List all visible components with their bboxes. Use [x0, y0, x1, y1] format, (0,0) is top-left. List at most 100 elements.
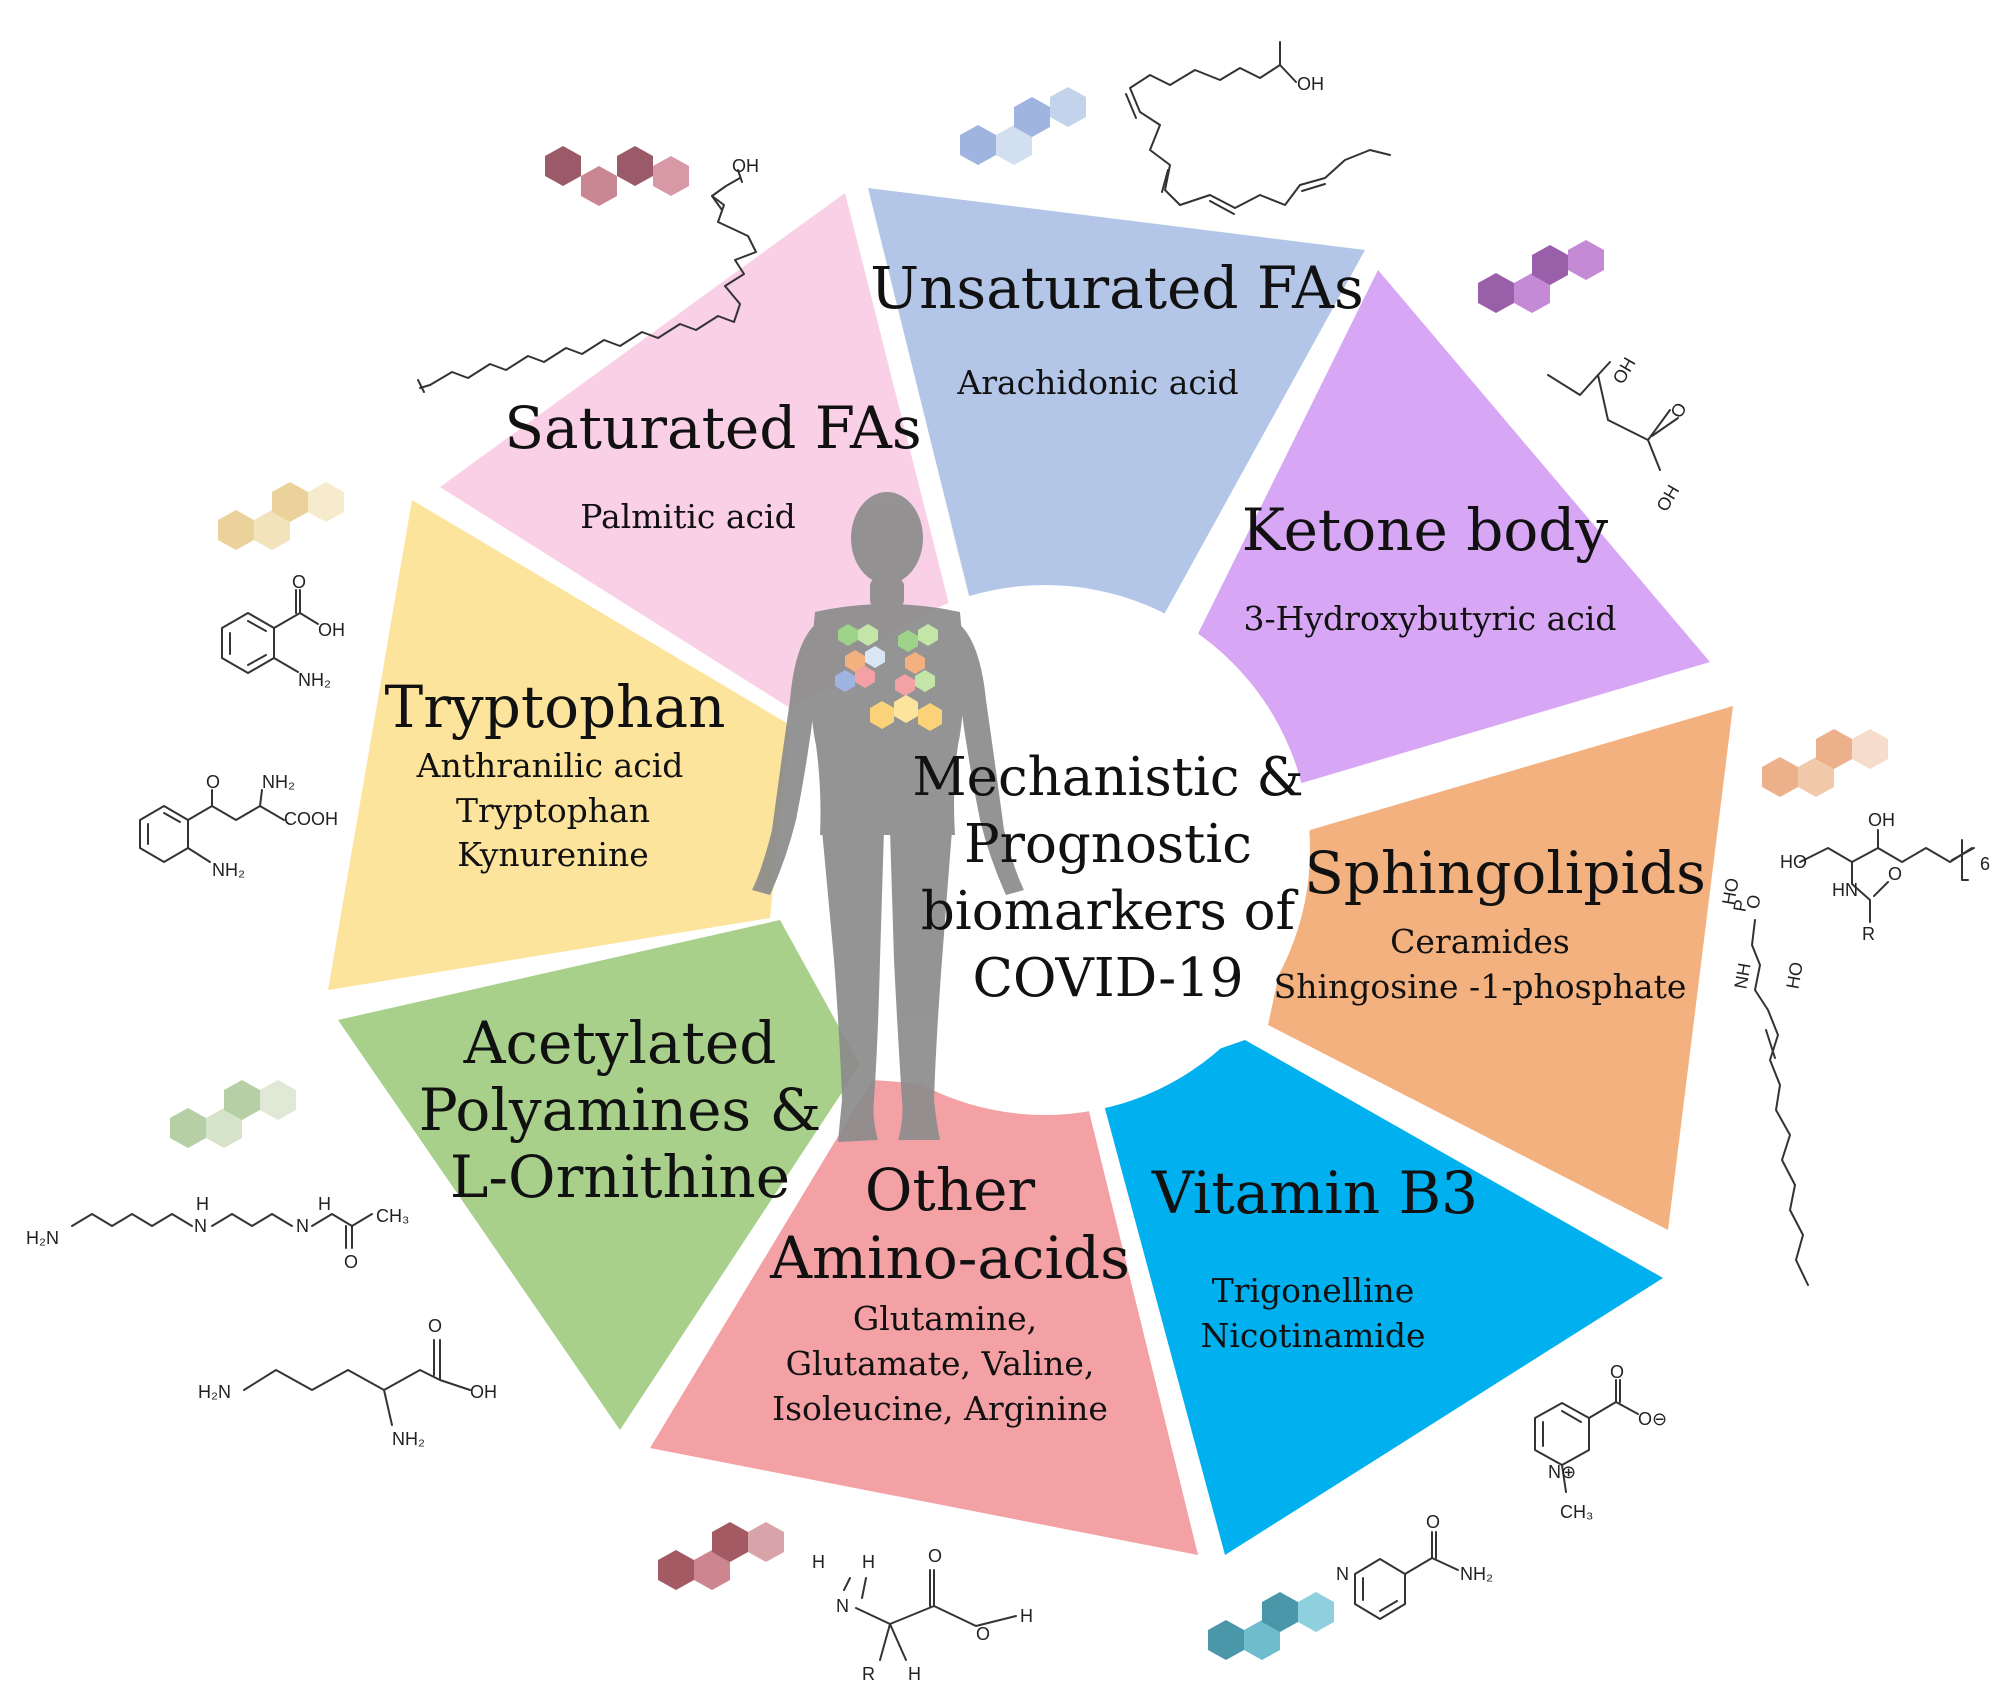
- center-title: Mechanistic & Prognostic biomarkers of C…: [912, 747, 1303, 1009]
- svg-text:COOH: COOH: [284, 809, 338, 829]
- svg-text:H: H: [812, 1552, 825, 1572]
- segment-tryptophan: Tryptophan Anthranilic acid Tryptophan K…: [328, 500, 790, 990]
- svg-text:OH: OH: [1609, 354, 1640, 387]
- segment-ketone-shape: [1185, 270, 1710, 785]
- segment-tryptophan-subtitle-2: Tryptophan: [456, 791, 650, 830]
- svg-text:HO: HO: [1780, 852, 1807, 872]
- svg-text:H₂N: H₂N: [198, 1382, 231, 1402]
- center-title-line-1: Mechanistic &: [912, 747, 1303, 808]
- nicotinamide-structure: O NH₂ N: [1336, 1512, 1493, 1620]
- hexagon-cluster-yellow-icon: [218, 482, 344, 550]
- segment-unsaturated-shape: [868, 188, 1365, 640]
- svg-text:O: O: [928, 1546, 942, 1566]
- kynurenine-structure: O NH₂ COOH NH₂: [139, 772, 338, 880]
- svg-text:N: N: [194, 1216, 207, 1236]
- segment-other-amino-acids: Other Amino-acids Glutamine, Glutamate, …: [650, 1080, 1198, 1555]
- segment-aminoacids-title-1: Other: [865, 1156, 1036, 1224]
- segment-aminoacids-subtitle-3: Isoleucine, Arginine: [772, 1389, 1108, 1428]
- palmitic-acid-structure: OH: [417, 156, 759, 393]
- hydroxybutyric-acid-structure: OH O OH: [1547, 354, 1691, 515]
- svg-text:O: O: [1888, 864, 1902, 884]
- arachidonic-acid-structure: OH: [1125, 41, 1391, 215]
- svg-text:6: 6: [1980, 854, 1990, 874]
- svg-text:H₂N: H₂N: [26, 1228, 59, 1248]
- segment-saturated-fas: Saturated FAs Palmitic acid: [440, 193, 955, 708]
- segment-sphingo-subtitle-1: Ceramides: [1390, 922, 1570, 961]
- segment-tryptophan-subtitle-1: Anthranilic acid: [416, 746, 684, 785]
- svg-text:O: O: [292, 572, 306, 592]
- segment-tryptophan-subtitle-3: Kynurenine: [457, 835, 649, 874]
- segment-saturated-title: Saturated FAs: [504, 394, 921, 462]
- svg-text:H: H: [862, 1552, 875, 1572]
- svg-text:HO: HO: [1718, 876, 1742, 906]
- segment-aminoacids-subtitle-2: Glutamate, Valine,: [786, 1344, 1095, 1383]
- svg-text:P: P: [1729, 898, 1751, 913]
- svg-text:OH: OH: [1297, 74, 1324, 94]
- center-title-line-2: Prognostic: [964, 814, 1252, 875]
- svg-text:OH: OH: [470, 1382, 497, 1402]
- segment-aminoacids-title-2: Amino-acids: [769, 1224, 1130, 1292]
- segment-tryptophan-shape: [328, 500, 790, 990]
- segment-tryptophan-title: Tryptophan: [385, 673, 726, 741]
- segment-polyamines-title-1: Acetylated: [463, 1009, 777, 1077]
- svg-text:O⊖: O⊖: [1638, 1409, 1667, 1429]
- segment-vitb3-subtitle-2: Nicotinamide: [1200, 1316, 1425, 1355]
- segment-ketone-subtitle: 3-Hydroxybutyric acid: [1243, 599, 1616, 638]
- segment-polyamines-shape: [338, 920, 860, 1430]
- segment-polyamines-title-2: Polyamines &: [419, 1076, 822, 1144]
- segment-vitb3-subtitle-1: Trigonelline: [1212, 1271, 1415, 1310]
- svg-text:O: O: [206, 772, 220, 792]
- svg-text:NH₂: NH₂: [262, 772, 295, 792]
- anthranilic-acid-structure: O OH NH₂: [221, 572, 345, 690]
- svg-text:OH: OH: [318, 620, 345, 640]
- svg-text:N: N: [296, 1216, 309, 1236]
- svg-text:O: O: [1742, 893, 1764, 910]
- center-title-line-3: biomarkers of: [921, 881, 1299, 942]
- svg-text:HO: HO: [1782, 960, 1806, 990]
- svg-text:OH: OH: [1868, 810, 1895, 830]
- svg-text:CH₃: CH₃: [376, 1206, 409, 1226]
- svg-text:OH: OH: [732, 156, 759, 176]
- segment-sphingolipids: Sphingolipids Ceramides Shingosine -1-ph…: [1268, 706, 1733, 1230]
- hexagon-cluster-red-icon: [658, 1522, 784, 1590]
- segment-unsaturated-fas: Unsaturated FAs Arachidonic acid: [868, 188, 1365, 640]
- svg-text:H: H: [196, 1194, 209, 1214]
- segment-saturated-subtitle: Palmitic acid: [580, 497, 795, 536]
- segment-unsaturated-subtitle: Arachidonic acid: [956, 363, 1238, 402]
- segment-sphingo-shape: [1268, 706, 1733, 1230]
- segment-polyamines: Acetylated Polyamines & L-Ornithine: [338, 920, 860, 1430]
- acetylspermidine-structure: H₂N H N H N CH₃ O: [26, 1194, 409, 1272]
- svg-text:NH₂: NH₂: [1460, 1564, 1493, 1584]
- svg-text:N: N: [836, 1596, 849, 1616]
- hexagon-cluster-green-icon: [170, 1080, 296, 1148]
- trigonelline-structure: O O⊖ N⊕ CH₃: [1534, 1362, 1667, 1522]
- hexagon-cluster-purple-icon: [1478, 240, 1604, 313]
- svg-text:R: R: [1862, 924, 1875, 944]
- hexagon-cluster-blue-icon: [960, 87, 1086, 165]
- segment-sphingo-subtitle-2: Shingosine -1-phosphate: [1274, 967, 1687, 1006]
- svg-text:O: O: [1426, 1512, 1440, 1532]
- svg-text:NH₂: NH₂: [392, 1429, 425, 1449]
- svg-text:O: O: [1610, 1362, 1624, 1382]
- svg-text:H: H: [1020, 1606, 1033, 1626]
- segment-saturated-shape: [440, 193, 955, 708]
- segment-aminoacids-shape: [650, 1080, 1198, 1555]
- svg-text:O: O: [976, 1624, 990, 1644]
- svg-text:HN: HN: [1832, 880, 1858, 900]
- segment-vitb3-shape: [1100, 1040, 1663, 1555]
- sphingosine-1-phosphate-structure: HO P O NH HO: [1718, 876, 1809, 1286]
- svg-text:N⊕: N⊕: [1548, 1462, 1576, 1482]
- hexagon-cluster-orange-icon: [1762, 729, 1888, 797]
- svg-text:NH₂: NH₂: [298, 670, 331, 690]
- segment-ketone-title: Ketone body: [1242, 496, 1609, 564]
- svg-text:O: O: [344, 1252, 358, 1272]
- hexagon-cluster-pink-icon: [545, 146, 689, 206]
- ornithine-structure: H₂N O OH NH₂: [198, 1316, 497, 1449]
- svg-text:O: O: [1666, 399, 1690, 421]
- svg-text:R: R: [862, 1664, 875, 1684]
- svg-text:H: H: [908, 1664, 921, 1684]
- hexagon-cluster-teal-icon: [1208, 1592, 1334, 1660]
- segment-vitb3-title: Vitamin B3: [1151, 1159, 1478, 1227]
- ceramide-structure: HO OH HN O R 6: [1780, 810, 2000, 944]
